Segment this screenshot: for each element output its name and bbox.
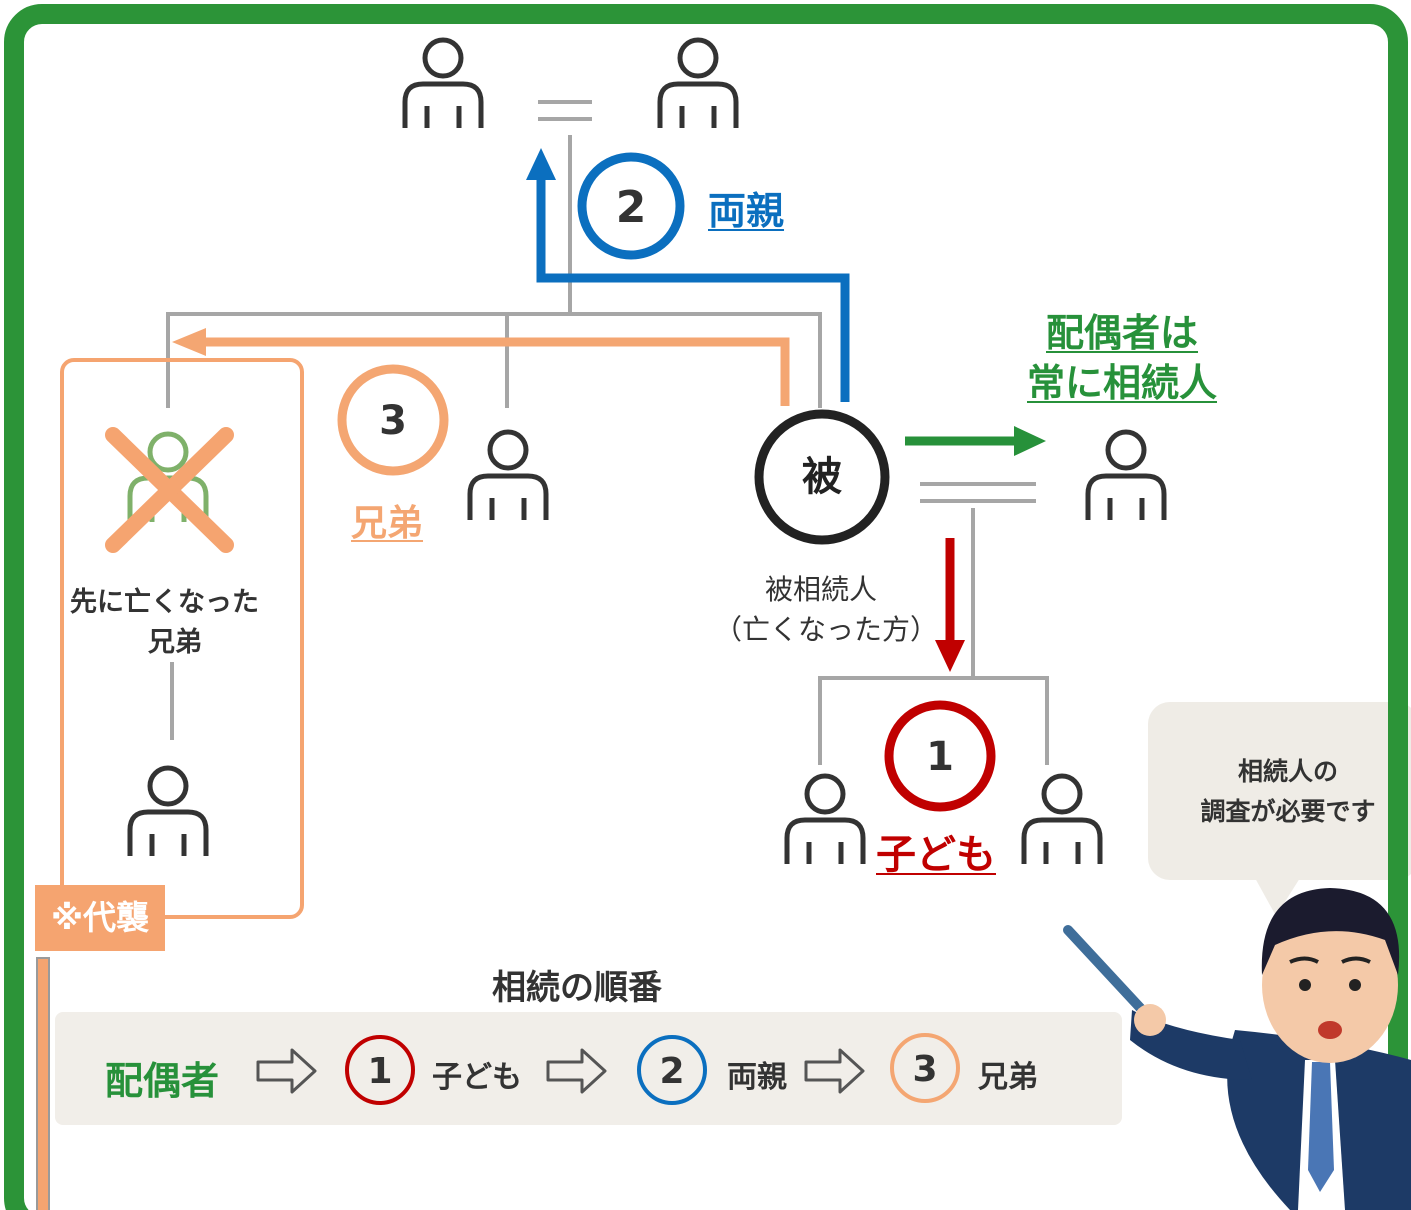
arrow-icon bbox=[172, 328, 206, 356]
daisho-bar bbox=[36, 957, 50, 1210]
cross-mark-icon bbox=[105, 427, 234, 553]
order-step1-label: 子ども bbox=[432, 1060, 522, 1095]
person-icon bbox=[1024, 776, 1100, 864]
person-icon bbox=[470, 432, 546, 520]
order-badge-two bbox=[637, 1035, 707, 1105]
person-icon bbox=[405, 40, 481, 128]
arrow-icon bbox=[1014, 426, 1046, 456]
order-spouse: 配偶者 bbox=[105, 1059, 220, 1103]
arrow-icon bbox=[526, 148, 556, 180]
order-arrows bbox=[256, 1048, 865, 1094]
person-icon bbox=[787, 776, 863, 864]
order-step2-label: 両親 bbox=[727, 1060, 787, 1095]
order-box bbox=[55, 1012, 1122, 1125]
daisho-tag: ※代襲 bbox=[35, 885, 165, 951]
deceased-label-line1: 被相続人 bbox=[765, 573, 878, 606]
daisho-box bbox=[60, 358, 304, 919]
svg-text:2: 2 bbox=[659, 1051, 684, 1092]
spouse-label-line1: 配偶者は bbox=[1046, 311, 1199, 355]
arrow-icon bbox=[804, 1048, 865, 1094]
order-step3-label: 兄弟 bbox=[978, 1060, 1038, 1095]
svg-text:1: 1 bbox=[926, 734, 954, 780]
parents-arrow bbox=[536, 168, 850, 402]
spouse-label-line2: 常に相続人 bbox=[1027, 361, 1218, 405]
order-badge-one bbox=[345, 1035, 415, 1105]
order-title: 相続の順番 bbox=[492, 968, 662, 1008]
arrow-icon bbox=[935, 640, 965, 672]
speech-bubble-text: 相続人の 調査が必要です bbox=[1200, 757, 1376, 826]
person-icon bbox=[660, 40, 736, 128]
order-badge-three bbox=[890, 1033, 960, 1103]
person-icon bbox=[1088, 432, 1164, 520]
children-label: 子ども bbox=[876, 832, 996, 878]
deceased-label-line2: （亡くなった方） bbox=[714, 613, 939, 646]
arrow-icon bbox=[546, 1048, 607, 1094]
predeceased-label-line1: 先に亡くなった bbox=[70, 587, 259, 618]
badge-three bbox=[337, 364, 449, 476]
arrow-icon bbox=[256, 1048, 317, 1094]
frame bbox=[4, 4, 1408, 1210]
predeceased-label-line2: 兄弟 bbox=[148, 627, 202, 658]
siblings-arrow bbox=[200, 337, 790, 406]
deceased-circle bbox=[754, 409, 890, 545]
teacher-illustration bbox=[1063, 888, 1411, 1210]
badge-two bbox=[577, 152, 685, 260]
person-icon bbox=[130, 768, 206, 856]
siblings-label: 兄弟 bbox=[351, 503, 424, 544]
svg-text:1: 1 bbox=[367, 1051, 392, 1092]
svg-text:3: 3 bbox=[379, 398, 407, 444]
svg-text:3: 3 bbox=[912, 1049, 937, 1090]
svg-text:2: 2 bbox=[616, 182, 647, 233]
parents-label: 両親 bbox=[708, 189, 785, 233]
deceased-circle-label: 被 bbox=[802, 454, 842, 500]
speech-bubble bbox=[1148, 702, 1411, 880]
speech-bubble-tail bbox=[1255, 878, 1300, 916]
badge-one bbox=[884, 700, 996, 812]
